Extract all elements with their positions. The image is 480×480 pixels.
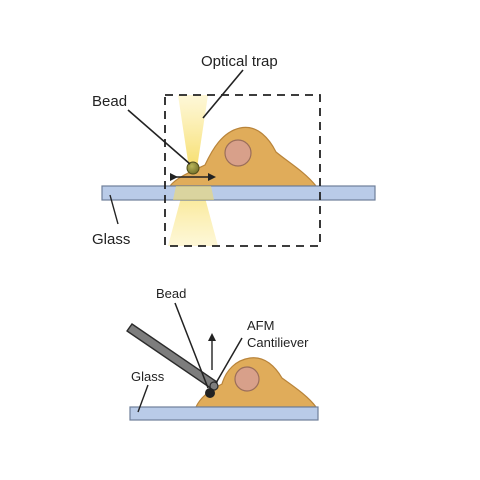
afm-label-line2: Cantiliever bbox=[247, 335, 309, 350]
bead-bottom bbox=[205, 388, 215, 398]
bead-leader-bottom bbox=[174, 302, 209, 389]
laser-beam-through-glass bbox=[173, 186, 214, 200]
glass-leader-top bbox=[109, 194, 119, 225]
laser-beam-upper bbox=[178, 95, 208, 168]
cell-nucleus-bottom bbox=[234, 366, 260, 392]
optical-trap-leader bbox=[202, 69, 244, 119]
afm-panel: Bead AFM Cantiliever Glass bbox=[126, 286, 319, 421]
glass-label-top: Glass bbox=[92, 231, 130, 248]
glass-slide-bottom bbox=[129, 406, 319, 421]
afm-label-line1: AFM bbox=[247, 318, 274, 333]
afm-leader bbox=[215, 337, 243, 384]
bead-label-bottom: Bead bbox=[156, 286, 186, 301]
bead-label-top: Bead bbox=[92, 93, 127, 110]
glass-leader-bottom bbox=[137, 384, 149, 413]
cell-nucleus-top bbox=[224, 139, 252, 167]
optical-trap-label: Optical trap bbox=[201, 53, 278, 70]
optical-trap-box bbox=[164, 94, 321, 247]
bead-leader-top bbox=[127, 109, 191, 165]
glass-slide-top bbox=[101, 185, 376, 201]
optical-trap-panel: Optical trap Bead Glass bbox=[92, 53, 376, 248]
glass-label-bottom: Glass bbox=[131, 369, 165, 384]
laser-beam-lower bbox=[168, 168, 218, 246]
